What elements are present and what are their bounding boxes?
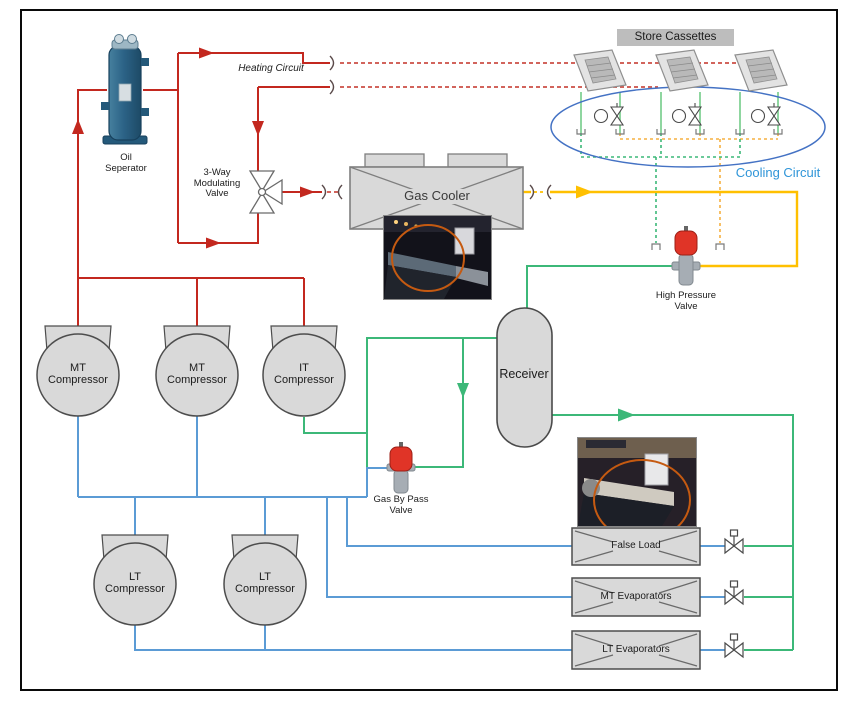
store-cassettes-label: Store Cassettes bbox=[617, 29, 734, 46]
three-way-valve-icon bbox=[248, 170, 283, 214]
gas-bypass-valve-label: Gas By Pass Valve bbox=[373, 494, 429, 516]
load-boxes bbox=[571, 527, 701, 670]
solenoid-valve-icon bbox=[724, 580, 744, 606]
lt-compressor-2-icon bbox=[223, 534, 307, 626]
cassette-valve-icons bbox=[593, 103, 782, 126]
receiver-vessel bbox=[496, 307, 553, 448]
gas-cooler-outlet-pipes bbox=[523, 190, 799, 268]
mt-compressor-1-label: MT Compressor bbox=[48, 362, 108, 387]
lt-evaporators-label: LT Evaporators bbox=[602, 644, 670, 655]
it-compressor-label: IT Compressor bbox=[274, 362, 334, 387]
cassette-icon bbox=[573, 49, 627, 92]
cooling-circuit-label: Cooling Circuit bbox=[735, 165, 821, 180]
gas-cooler-label: Gas Cooler bbox=[394, 188, 480, 204]
compressor-icons bbox=[36, 325, 346, 626]
ball-valve-icon bbox=[593, 103, 625, 126]
false-load-box bbox=[571, 527, 701, 566]
gas-bypass-valve-icon bbox=[386, 442, 416, 494]
mt-compressor-2-label: MT Compressor bbox=[167, 362, 227, 387]
high-pressure-valve-label: High Pressure Valve bbox=[655, 290, 717, 312]
mt-compressor-2-icon bbox=[155, 325, 239, 417]
three-way-valve-label: 3-Way Modulating Valve bbox=[193, 167, 241, 200]
heating-circuit-pipes bbox=[77, 52, 330, 326]
ball-valve-icon bbox=[750, 103, 782, 126]
cassette-icon bbox=[655, 49, 709, 92]
suction-pipes bbox=[77, 416, 725, 651]
receiver-label: Receiver bbox=[499, 367, 549, 381]
green-flow-arrows bbox=[457, 383, 635, 422]
red-flow-arrows bbox=[72, 47, 315, 249]
it-compressor-icon bbox=[262, 325, 346, 417]
mt-compressor-1-icon bbox=[36, 325, 120, 417]
pipe-connector-brackets bbox=[321, 55, 552, 200]
lt-compressor-1-label: LT Compressor bbox=[105, 571, 165, 596]
high-pressure-valve-icon bbox=[671, 226, 701, 286]
lt-compressor-1-icon bbox=[93, 534, 177, 626]
store-cassette-icons bbox=[573, 49, 788, 92]
cassette-icon bbox=[734, 49, 788, 92]
load-valve-icons bbox=[724, 529, 744, 659]
lt-evaporators-box bbox=[571, 630, 701, 670]
mt-evaporators-box bbox=[571, 577, 701, 617]
solenoid-valve-icon bbox=[724, 633, 744, 659]
solenoid-valve-icon bbox=[724, 529, 744, 555]
oil-separator-vessel bbox=[101, 34, 149, 145]
yellow-flow-arrow bbox=[576, 185, 593, 199]
cooling-circuit-ellipse bbox=[550, 86, 826, 168]
mt-evaporators-label: MT Evaporators bbox=[600, 591, 672, 602]
ball-valve-icon bbox=[671, 103, 703, 126]
oil-separator-label: Oil Seperator bbox=[105, 152, 147, 174]
lt-compressor-2-label: LT Compressor bbox=[235, 571, 295, 596]
cooling-circuit-tap-marks bbox=[576, 129, 783, 250]
cooling-circuit-dashed-pipes bbox=[580, 133, 741, 243]
false-load-label: False Load bbox=[611, 540, 661, 551]
cassette-drop-pipes bbox=[580, 92, 779, 133]
yellow-dashed-pipes bbox=[619, 133, 779, 243]
gas-cooler-photo bbox=[383, 215, 492, 300]
compressor-rack-photo bbox=[577, 437, 697, 527]
load-box-diagonals bbox=[574, 530, 698, 667]
heating-circuit-label: Heating Circuit bbox=[238, 63, 304, 74]
figure-border bbox=[20, 9, 838, 691]
